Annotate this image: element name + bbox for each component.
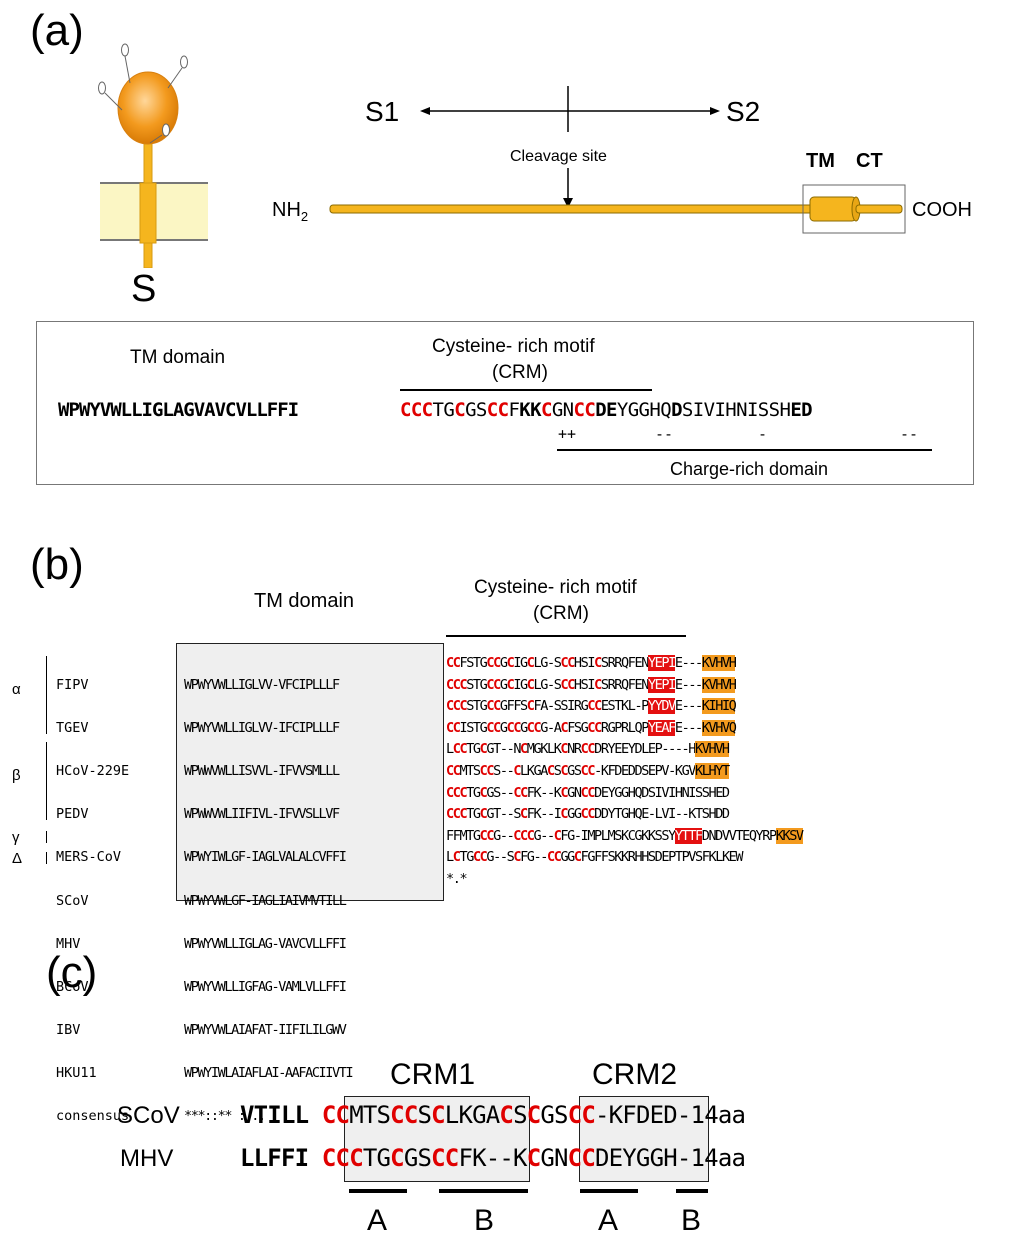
motif-label-b2: B [681, 1204, 702, 1237]
crm2-box [579, 1096, 709, 1182]
tm-alignment: WPWYVWLLIGLVV-VFCIPLLLF WPWYVWLLIGLVV-IF… [184, 653, 354, 1150]
bracket-delta [46, 852, 47, 864]
cleavage-site-label: Cleavage site [510, 148, 607, 165]
charge-bar [557, 449, 932, 451]
protein-label: S [131, 268, 157, 310]
crm-seq-row: FFMTGCCG--CCCG--CFG-IMPLMSKCGKKSSYYTTFDN… [446, 827, 804, 844]
motif-bar-a1 [349, 1189, 407, 1193]
tm-seq-row: WPWYIWLAIAFLAI-AAFACIIVTI [184, 1065, 354, 1082]
tm-seq-row: WPWYIWLGF-IAGLVALALCVFFI [184, 849, 347, 866]
species-name-c: SCoV [117, 1102, 180, 1129]
crm-seq-row: CCCSTGCCGCIGCLG-SCCHSICSRRQFENYEPIE---KV… [446, 676, 737, 693]
crm-bar-b [446, 635, 686, 637]
crm-seq-row: CCISTGCCGCCGCCG-ACFSGCCRGPRLQPYEAFE---KV… [446, 719, 737, 736]
tm-alignment-box [176, 643, 444, 901]
tm-domain-title-b: TM domain [254, 590, 355, 612]
species-name-c: MHV [120, 1145, 174, 1172]
motif-bar-b1 [439, 1189, 528, 1193]
crm-abbrev-b: (CRM) [533, 603, 589, 624]
tm-seq-row: WPWYVWLLIGLVV-IFCIPLLLF [184, 719, 340, 736]
motif-label-a2: A [598, 1204, 619, 1237]
species-name: consensus [56, 1108, 130, 1125]
species-name: PEDV [56, 806, 89, 823]
tm-seq-row: WPWYVWLLIGLVV-VFCIPLLLF [184, 676, 340, 693]
species-name: HCoV-229E [56, 762, 130, 779]
tm-sequence-a: WPWYVWLLIGLAGVAVCVLLFFI [58, 399, 299, 421]
tm-seq-row: WPWWVWLLISVVL-IFVVSMLLL [184, 762, 340, 779]
tm-seq-row: WPWYVWLGF-IAGLIAIVMVTILL [184, 892, 347, 909]
tm-seq-row: WPWYVWLAIAFAT-IIFILILGWV [184, 1022, 347, 1039]
sequence-box [36, 321, 974, 485]
tm-seq-row: WPWYVWLLIGLAG-VAVCVLLFFI [184, 935, 347, 952]
species-name: FIPV [56, 676, 89, 693]
crm1-title: CRM1 [390, 1058, 476, 1091]
species-names: FIPV TGEV HCoV-229E PEDV MERS-CoV SCoV M… [56, 653, 129, 1150]
nh2-label: NH2 [272, 199, 309, 224]
motif-bar-b2 [676, 1189, 708, 1193]
s1-s2-arrows [420, 86, 720, 132]
crm2-title: CRM2 [592, 1058, 678, 1091]
protein-bar [329, 184, 906, 234]
panel-a-label: (a) [30, 6, 84, 55]
crm1-box [344, 1096, 530, 1182]
species-name: MERS-CoV [56, 849, 122, 866]
crm-seq-row: CCMTSCCS--CLKGACSCGSCC-KFDEDDSEPV-KGVKLH… [446, 762, 730, 779]
species-name: SCoV [56, 892, 89, 909]
ct-label: CT [856, 150, 883, 172]
tm-seq-row: ***::** : .. [184, 1108, 266, 1125]
crm-seq-row: LCCTGCGT--NCMGKLKCNRCCDRYEEYDLEP----HKVH… [446, 741, 730, 758]
bracket-gamma [46, 831, 47, 843]
group-delta: Δ [12, 850, 23, 867]
species-name: TGEV [56, 719, 89, 736]
crm-seq-row: CCFSTGCCGCIGCLG-SCCHSICSRRQFENYEPIE---KV… [446, 655, 737, 671]
tm-label: TM [806, 150, 835, 172]
charge-minus-1: -- [655, 425, 674, 443]
crm-seq-row: LCTGCCG--SCFG--CCGGCFGFFSKKRHHSDEPTPVSFK… [446, 849, 744, 866]
group-beta: β [12, 767, 21, 784]
charge-plus: ++ [558, 425, 577, 443]
charge-rich-title: Charge-rich domain [670, 459, 829, 479]
scov-sequence: VTILL CCMTSCCSCLKGACSCGSCC-KFDED-14aa [240, 1101, 746, 1129]
species-name: MHV [56, 935, 81, 952]
motif-bar-a2 [580, 1189, 638, 1193]
crm-seq-row: CCCSTGCCGFFSCFA-SSIRGCCESTKL-PYYDVE---KI… [446, 698, 737, 715]
cleavage-arrow [563, 168, 573, 208]
motif-label-b1: B [474, 1204, 495, 1237]
panel-c-label: (c) [46, 948, 98, 997]
s1-label: S1 [365, 96, 400, 127]
group-gamma: γ [12, 829, 20, 846]
crm-seq-row: CCCTGCGT--SCFK--ICGGCCDDYTGHQE-LVI--KTSH… [446, 806, 730, 823]
group-alpha: α [12, 681, 21, 698]
mhv-sequence: LLFFI CCCTGCGSCCFK--KCGNCCDEYGGH-14aa [240, 1144, 746, 1172]
tm-seq-row: WPWWVWLIIFIVL-IFVVSLLVF [184, 806, 340, 823]
tm-domain-title-a: TM domain [130, 347, 226, 368]
charge-minus-2: - [758, 425, 768, 443]
crm-abbrev-a: (CRM) [492, 362, 548, 383]
panel-b-label: (b) [30, 540, 84, 589]
species-name: IBV [56, 1022, 81, 1039]
bracket-beta [46, 742, 47, 820]
crm-seq-row: CCCTGCGS--CCFK--KCGNCCDEYGGHQDSIVIHNISSH… [446, 784, 730, 801]
cooh-label: COOH [912, 199, 972, 221]
bracket-alpha [46, 656, 47, 734]
charge-minus-3: -- [900, 425, 919, 443]
motif-label-a1: A [367, 1204, 388, 1237]
species-name: BCoV [56, 978, 89, 995]
species-name: HKU11 [56, 1065, 97, 1082]
s2-label: S2 [726, 96, 761, 127]
spike-protein-cartoon [98, 43, 208, 268]
crm-seq-row: *.* [446, 870, 468, 887]
crm-alignment: CCFSTGCCGCIGCLG-SCCHSICSRRQFENYEPIE---KV… [446, 653, 804, 891]
crm-title-b: Cysteine- rich motif [474, 577, 637, 598]
crm-bar-a [400, 389, 652, 391]
crm-title-a: Cysteine- rich motif [432, 336, 595, 357]
tm-seq-row: WPWYVWLLIGFAG-VAMLVLLFFI [184, 978, 347, 995]
crm-sequence-a: CCCTGCGSCCFKKCGNCCDEYGGHQDSIVIHNISSHED [400, 399, 813, 421]
